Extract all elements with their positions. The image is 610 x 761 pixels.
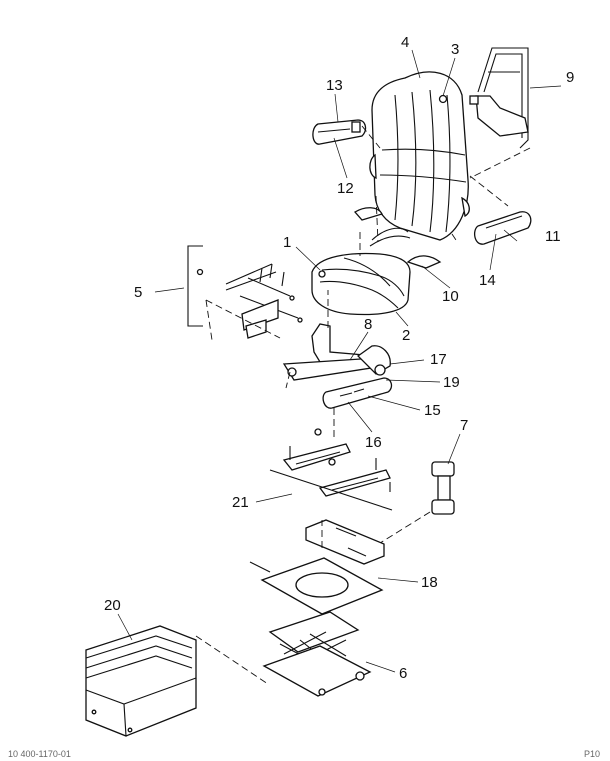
hardware-kit (187, 245, 303, 341)
seat-cushion (311, 252, 411, 316)
page-code: P10 (584, 749, 600, 759)
callout-19: 19 (443, 374, 460, 391)
callout-10: 10 (442, 288, 459, 305)
callout-9: 9 (566, 69, 574, 86)
callout-7: 7 (460, 417, 468, 434)
suspension (262, 611, 372, 697)
callout-17: 17 (430, 351, 447, 368)
callout-4: 4 (401, 34, 409, 51)
callout-2: 2 (402, 327, 410, 344)
seat-tracks (269, 428, 393, 511)
callout-20: 20 (104, 597, 121, 614)
callout-13: 13 (326, 77, 343, 94)
suspension-cover (85, 625, 269, 737)
backrest (369, 71, 470, 241)
callout-1: 1 (283, 234, 291, 251)
backrest-hardware (353, 195, 457, 269)
callout-8: 8 (364, 316, 372, 333)
callout-21: 21 (232, 494, 249, 511)
callout-leaders (117, 49, 562, 673)
assembly-guide-lines (285, 125, 531, 389)
callout-15: 15 (424, 402, 441, 419)
callout-12: 12 (337, 180, 354, 197)
seat-frame-slide (282, 290, 393, 440)
right-armrest (473, 211, 532, 245)
grab-handle (469, 47, 529, 149)
shock-absorber (371, 461, 455, 549)
figure-id: 10 400-1170-01 (8, 749, 71, 759)
callout-numbers: 1 2 3 4 5 6 7 8 9 10 11 12 13 14 15 16 1… (104, 34, 574, 682)
callout-18: 18 (421, 574, 438, 591)
callout-11: 11 (545, 228, 561, 245)
mounting-bracket (305, 519, 385, 565)
left-armrest (312, 119, 367, 145)
callout-16: 16 (365, 434, 382, 451)
callout-6: 6 (399, 665, 407, 682)
callout-3: 3 (451, 41, 459, 58)
callout-14: 14 (479, 272, 496, 289)
callout-5: 5 (134, 284, 142, 301)
swivel-plate (249, 520, 384, 615)
